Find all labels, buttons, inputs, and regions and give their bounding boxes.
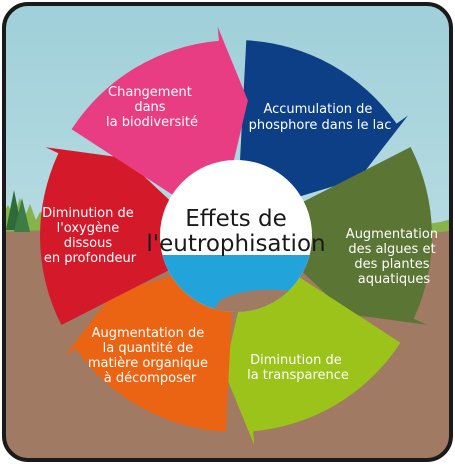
segment-arrow-matiere — [64, 271, 232, 432]
frame-border — [2, 2, 453, 462]
center-title-line-2: l'eutrophisation — [146, 231, 325, 257]
label-phosphore: Accumulation de phosphore dans le lac — [249, 102, 392, 133]
tree-icon — [14, 198, 30, 232]
segment-arrow-transparence — [224, 277, 401, 446]
label-oxygene: Diminution de l'oxygène dissous en profo… — [42, 206, 138, 266]
label-matiere: Augmentation de la quantité de matière o… — [88, 326, 212, 386]
center-title-line-1: Effets de — [185, 206, 287, 232]
label-algues: Augmentation des algues et des plantes a… — [346, 227, 442, 287]
label-biodiversite: Changement dans la biodiversité — [106, 85, 198, 130]
segment-arrow-oxygene — [40, 147, 180, 325]
segment-labels: Accumulation de phosphore dans le lac Au… — [42, 85, 442, 386]
segment-arrow-phosphore — [240, 40, 408, 201]
label-transparence: Diminution de la transparence — [247, 353, 349, 383]
segment-arrow-biodiversite — [71, 26, 248, 195]
segment-arrow-algues — [292, 147, 432, 325]
cycle-ring — [40, 26, 432, 446]
